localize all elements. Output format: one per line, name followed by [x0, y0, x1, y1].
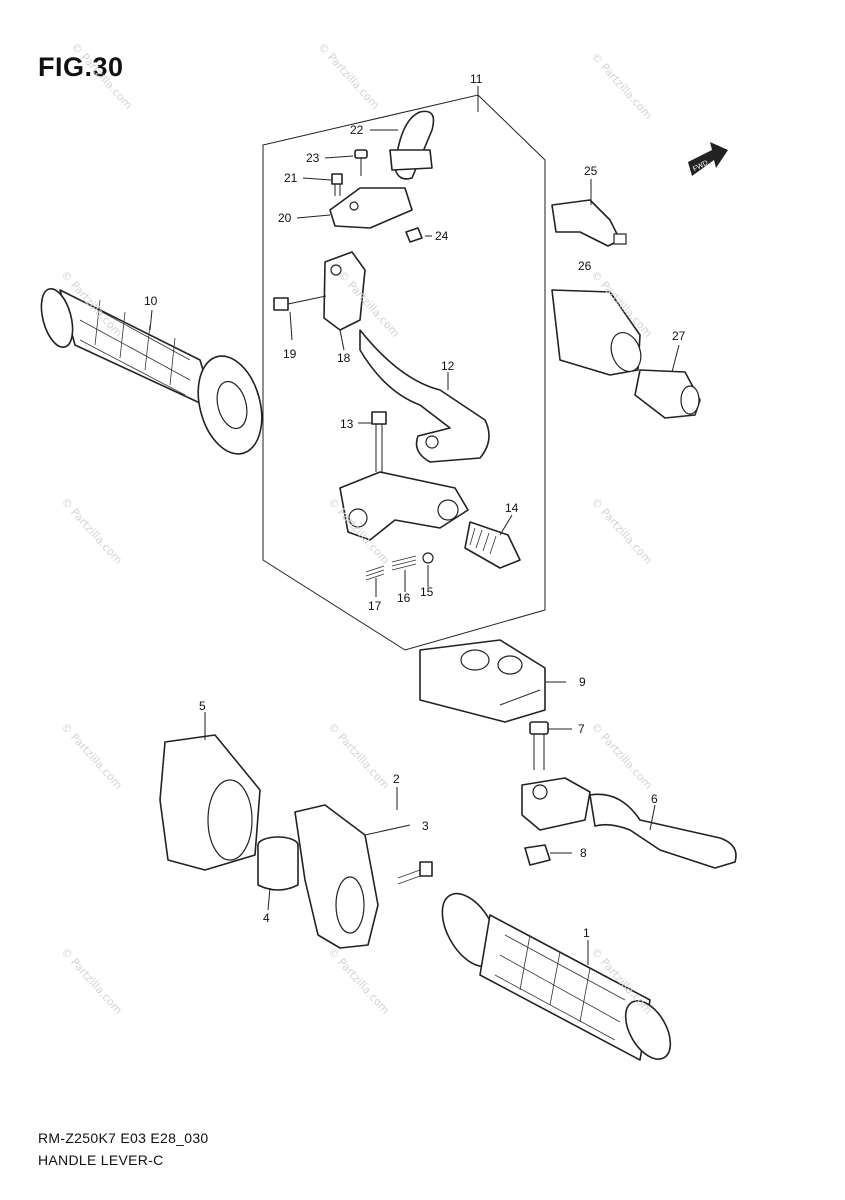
- callout-5: 5: [199, 699, 206, 713]
- callout-25: 25: [584, 164, 598, 178]
- callout-23: 23: [306, 151, 320, 165]
- screw-part-23: [354, 149, 368, 176]
- screw-part-3: [397, 861, 433, 885]
- callout-18: 18: [337, 351, 351, 365]
- callout-6: 6: [651, 792, 658, 806]
- housing-part-2: [294, 804, 379, 949]
- nut-part-8: [524, 844, 551, 866]
- callout-27: 27: [672, 329, 686, 343]
- adjuster-part-14: [464, 521, 521, 569]
- right-grip-part-1: [441, 892, 672, 1061]
- callout-1: 1: [583, 926, 590, 940]
- callout-9: 9: [579, 675, 586, 689]
- callout-12: 12: [441, 359, 455, 373]
- callout-19: 19: [283, 347, 297, 361]
- callout-2: 2: [393, 772, 400, 786]
- callout-14: 14: [505, 501, 519, 515]
- collar-part-4: [257, 836, 299, 891]
- callout-17: 17: [368, 599, 382, 613]
- bracket-part-20: [329, 187, 413, 229]
- bolt-part-13: [371, 411, 387, 472]
- bolt-part-21: [331, 173, 343, 196]
- perch-housing: [339, 471, 469, 541]
- leader-lines: [149, 86, 680, 965]
- callout-3: 3: [422, 819, 429, 833]
- cover-part-26: [551, 289, 642, 376]
- cover-part-5: [159, 734, 261, 871]
- boot-part-9: [419, 639, 546, 723]
- callout-4: 4: [263, 911, 270, 925]
- callout-20: 20: [278, 211, 292, 225]
- spring-part-17: [365, 565, 385, 581]
- bolt-part-7: [529, 721, 549, 770]
- figure-title: FIG.30: [38, 52, 124, 82]
- nut-part-24: [405, 227, 423, 243]
- callout-13: 13: [340, 417, 354, 431]
- assembly-outline-11: [262, 94, 546, 651]
- section-name: HANDLE LEVER-C: [38, 1152, 164, 1168]
- model-code: RM-Z250K7 E03 E28_030: [38, 1130, 209, 1146]
- spring-part-16: [391, 555, 417, 571]
- switch-part-25: [551, 199, 627, 247]
- callout-15: 15: [420, 585, 434, 599]
- callout-11: 11: [470, 72, 483, 86]
- lever-part-22: [389, 110, 435, 180]
- lever-part-6: [521, 777, 737, 869]
- callout-21: 21: [284, 171, 298, 185]
- adjuster-part-27: [634, 369, 701, 419]
- callout-22: 22: [350, 123, 364, 137]
- callout-16: 16: [397, 591, 411, 605]
- bolt-part-19: [273, 295, 327, 311]
- left-grip-part-10: [40, 287, 263, 455]
- callout-8: 8: [580, 846, 587, 860]
- callout-24: 24: [435, 229, 449, 243]
- callout-26: 26: [578, 259, 592, 273]
- ball-part-15: [422, 552, 434, 564]
- callout-10: 10: [144, 294, 158, 308]
- callouts: 11 22 23 21 20 24 25 26 27 10 19 18 12 1…: [144, 72, 686, 940]
- fwd-arrow-icon: FWD: [688, 142, 728, 176]
- holder-part-18: [323, 251, 366, 331]
- callout-7: 7: [578, 722, 585, 736]
- lever-part-12: [359, 329, 490, 463]
